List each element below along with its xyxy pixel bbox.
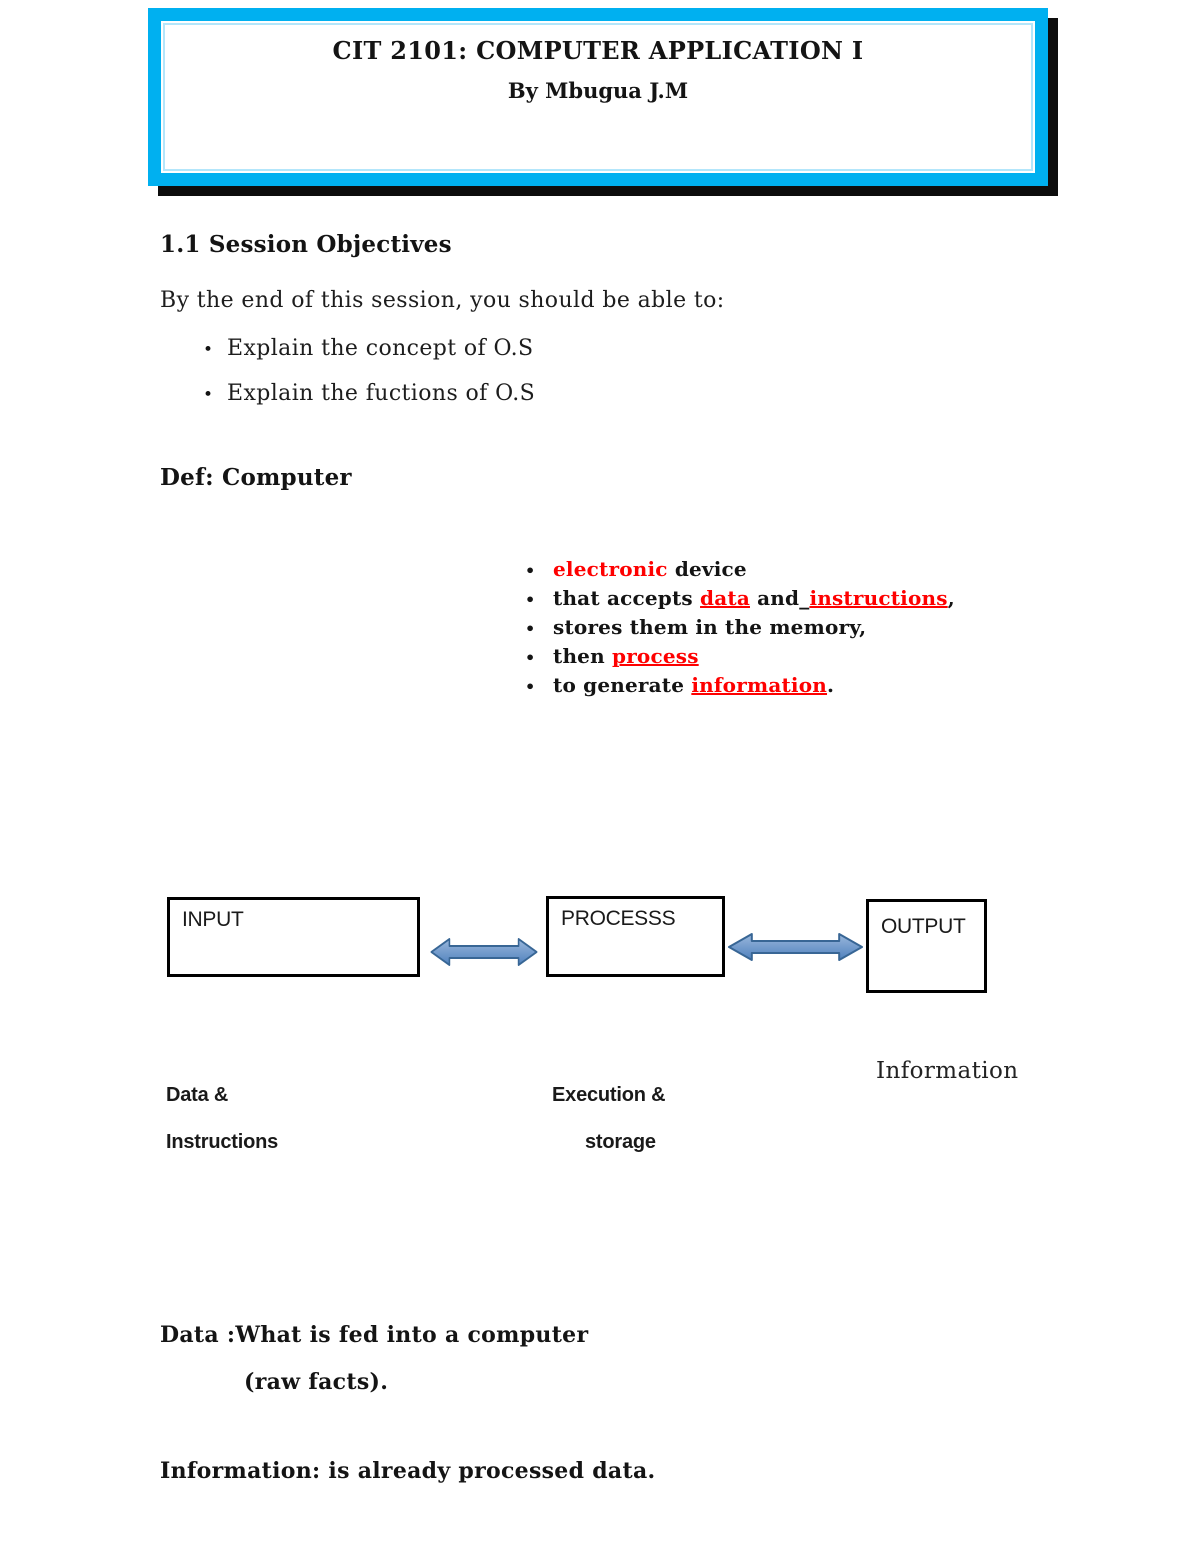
caption-storage: storage bbox=[585, 1131, 656, 1153]
bullet-icon: • bbox=[525, 677, 536, 696]
bullet-icon: • bbox=[203, 385, 214, 405]
list-item-def-2: • that accepts data and_instructions, bbox=[525, 586, 955, 615]
bullet-icon: • bbox=[525, 590, 536, 609]
definition-list: • electronic device • that accepts data … bbox=[525, 557, 955, 702]
output-box: OUTPUT bbox=[866, 899, 987, 993]
def-text: stores them in the memory, bbox=[553, 615, 867, 639]
section-heading-objectives: 1.1 Session Objectives bbox=[160, 231, 452, 258]
list-item-def-1: • electronic device bbox=[525, 557, 955, 586]
list-item-objective-1: • Explain the concept of O.S bbox=[203, 336, 534, 361]
caption-information: Information bbox=[876, 1058, 1019, 1084]
note-data-rawfacts: (raw facts). bbox=[244, 1369, 389, 1395]
input-box: INPUT bbox=[167, 897, 420, 977]
list-item-def-3: • stores them in the memory, bbox=[525, 615, 955, 644]
output-box-label: OUTPUT bbox=[881, 915, 966, 938]
note-information-definition: Information: is already processed data. bbox=[160, 1458, 656, 1484]
title-box: CIT 2101: COMPUTER APPLICATION I By Mbug… bbox=[148, 8, 1048, 186]
process-box: PROCESSS bbox=[546, 896, 725, 977]
def-text: then process bbox=[553, 644, 699, 668]
caption-data: Data & bbox=[166, 1084, 229, 1106]
def-text: electronic device bbox=[553, 557, 747, 581]
list-item-def-5: • to generate information. bbox=[525, 673, 955, 702]
section-heading-definition: Def: Computer bbox=[160, 464, 352, 491]
author-byline: By Mbugua J.M bbox=[507, 78, 689, 103]
caption-execution: Execution & bbox=[552, 1084, 666, 1106]
caption-instructions: Instructions bbox=[166, 1131, 279, 1153]
objective-text: Explain the fuctions of O.S bbox=[227, 381, 536, 406]
course-title: CIT 2101: COMPUTER APPLICATION I bbox=[332, 36, 864, 65]
bullet-icon: • bbox=[525, 561, 536, 580]
def-text: to generate information. bbox=[553, 673, 835, 697]
def-text: that accepts data and_instructions, bbox=[553, 586, 955, 610]
bullet-icon: • bbox=[203, 340, 214, 360]
bullet-icon: • bbox=[525, 619, 536, 638]
objectives-intro: By the end of this session, you should b… bbox=[160, 288, 725, 313]
bullet-icon: • bbox=[525, 648, 536, 667]
process-box-label: PROCESSS bbox=[561, 907, 676, 930]
list-item-def-4: • then process bbox=[525, 644, 955, 673]
note-data-definition: Data :What is fed into a computer bbox=[160, 1322, 589, 1348]
double-arrow-icon bbox=[727, 933, 864, 961]
objective-text: Explain the concept of O.S bbox=[227, 336, 534, 361]
title-box-inner: CIT 2101: COMPUTER APPLICATION I By Mbug… bbox=[163, 23, 1033, 171]
input-box-label: INPUT bbox=[182, 908, 244, 931]
list-item-objective-2: • Explain the fuctions of O.S bbox=[203, 381, 535, 406]
double-arrow-icon bbox=[430, 938, 538, 966]
